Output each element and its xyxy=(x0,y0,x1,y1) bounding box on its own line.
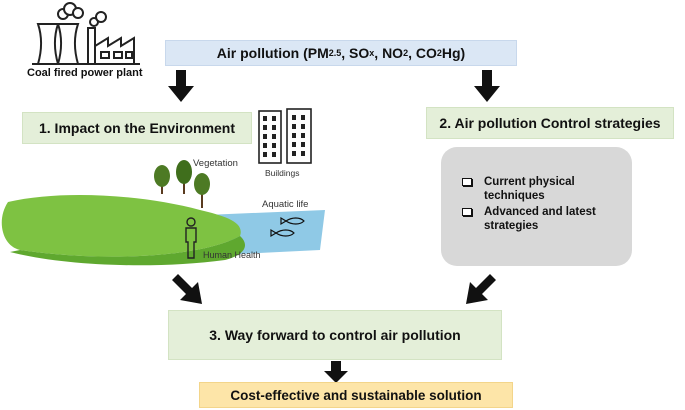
buildings-label: Buildings xyxy=(265,168,300,178)
arrow-diagonal-left-icon xyxy=(466,274,496,304)
vegetation-label: Vegetation xyxy=(193,158,238,169)
control-strategies-box: 2. Air pollution Control strategies xyxy=(426,107,674,139)
impact-environment-box: 1. Impact on the Environment xyxy=(22,112,252,144)
strategy-item-label: Advanced and latest strategies xyxy=(484,206,596,232)
banner-prefix: Air pollution (PM xyxy=(216,45,329,61)
solution-box: Cost-effective and sustainable solution xyxy=(199,382,513,408)
co-subscript: 2 xyxy=(436,48,442,58)
aquatic-life-label: Aquatic life xyxy=(262,199,309,210)
arrow-down-icon xyxy=(324,361,348,383)
co-text: , CO xyxy=(408,45,437,61)
solution-title: Cost-effective and sustainable solution xyxy=(230,387,482,403)
impact-environment-title: 1. Impact on the Environment xyxy=(38,120,236,136)
environment-illustration xyxy=(1,160,325,266)
arrow-diagonal-right-icon xyxy=(172,274,202,304)
checkbox-bullet-icon xyxy=(462,178,472,186)
arrow-down-icon xyxy=(168,70,194,102)
list-item: Advanced and latest strategies xyxy=(462,205,627,233)
power-plant-icon xyxy=(32,2,140,65)
no-subscript: 2 xyxy=(403,48,409,58)
power-plant-label: Coal fired power plant xyxy=(27,67,143,79)
sox-subscript: x xyxy=(369,48,375,58)
sox-text: , SO xyxy=(341,45,370,61)
arrow-down-icon xyxy=(474,70,500,102)
strategy-item-label: Current physical techniques xyxy=(484,176,575,202)
pm-subscript: 2.5 xyxy=(328,48,342,58)
hg-text: Hg) xyxy=(441,45,466,61)
checkbox-bullet-icon xyxy=(462,208,472,216)
strategies-panel xyxy=(441,147,632,266)
list-item: Current physical techniques xyxy=(462,175,627,203)
no-text: , NO xyxy=(374,45,404,61)
human-health-label: Human Health xyxy=(203,250,261,260)
buildings-icon xyxy=(258,108,312,164)
control-strategies-title: 2. Air pollution Control strategies xyxy=(439,115,661,131)
strategies-list: Current physical techniques Advanced and… xyxy=(462,175,627,235)
way-forward-box: 3. Way forward to control air pollution xyxy=(168,310,502,360)
way-forward-title: 3. Way forward to control air pollution xyxy=(209,327,461,343)
